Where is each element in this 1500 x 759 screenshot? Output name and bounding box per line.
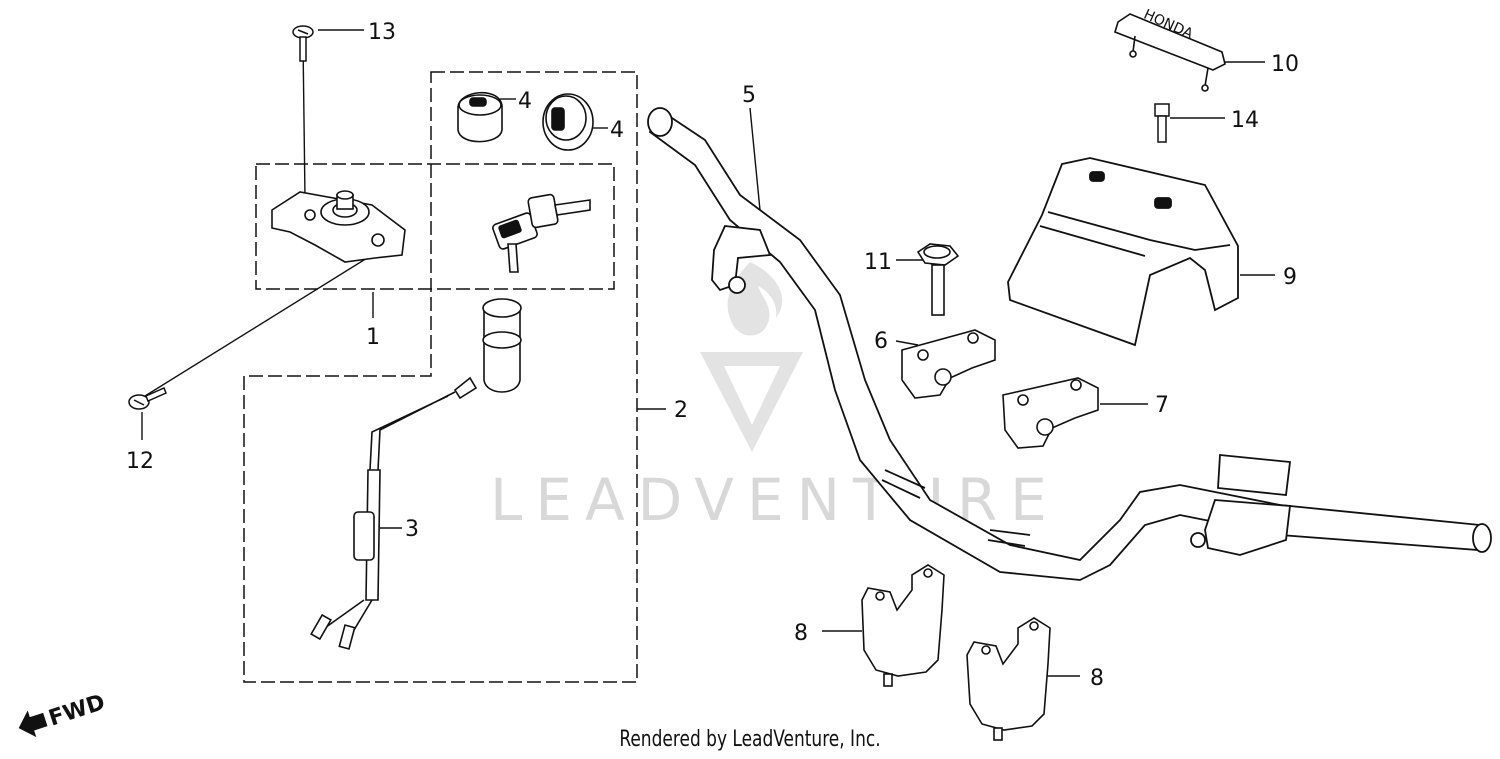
callout-10: 10	[1271, 52, 1299, 77]
handlebar-cover-9-icon	[1007, 157, 1239, 347]
lower-holder-8-left-icon	[861, 564, 945, 687]
callout-8a: 8	[794, 621, 808, 646]
key-cylinder-and-harness	[310, 298, 522, 650]
screw-14-icon	[1154, 103, 1170, 143]
screw-12-icon	[128, 386, 167, 410]
callout-1: 1	[366, 325, 380, 350]
cap-4-left-icon	[457, 91, 503, 143]
callout-4a: 4	[518, 89, 532, 114]
callout-5: 5	[742, 83, 756, 108]
callout-8b: 8	[1090, 666, 1104, 691]
callout-2: 2	[674, 398, 688, 423]
upper-holder-6-icon	[901, 329, 996, 399]
handlebar	[647, 107, 1492, 581]
leader-lines	[141, 29, 1275, 677]
lower-holder-8-right-icon	[966, 617, 1051, 741]
watermark: LEADVENTURE	[490, 262, 1060, 534]
screw-13-icon	[292, 25, 314, 62]
callout-4b: 4	[610, 118, 624, 143]
callout-11: 11	[864, 250, 892, 275]
callout-6: 6	[874, 329, 888, 354]
footer-credit: Rendered by LeadVenture, Inc.	[619, 727, 881, 752]
ignition-switch-body	[271, 190, 406, 263]
callout-9: 9	[1283, 265, 1297, 290]
key-set-icon	[492, 193, 591, 273]
bolt-11-icon	[916, 243, 960, 316]
callout-7: 7	[1155, 393, 1169, 418]
watermark-text: LEADVENTURE	[490, 466, 1060, 534]
forward-arrow-icon	[18, 710, 48, 738]
callout-12: 12	[126, 449, 154, 474]
callout-13: 13	[368, 20, 396, 45]
upper-holder-7-icon	[1002, 377, 1099, 449]
callout-3: 3	[405, 517, 419, 542]
fwd-label: FWD	[46, 690, 108, 732]
cap-4-right-icon	[542, 93, 594, 151]
forward-direction-indicator: FWD	[18, 690, 108, 738]
emblem-10-icon: HONDA	[1114, 7, 1226, 92]
watermark-flame-icon	[700, 262, 803, 452]
callout-14: 14	[1231, 108, 1259, 133]
callout-numbers: 1 2 3 4 4 5 6 7 8 8 9 10 11 12 13 14	[126, 20, 1299, 691]
kit-outline	[243, 71, 638, 683]
